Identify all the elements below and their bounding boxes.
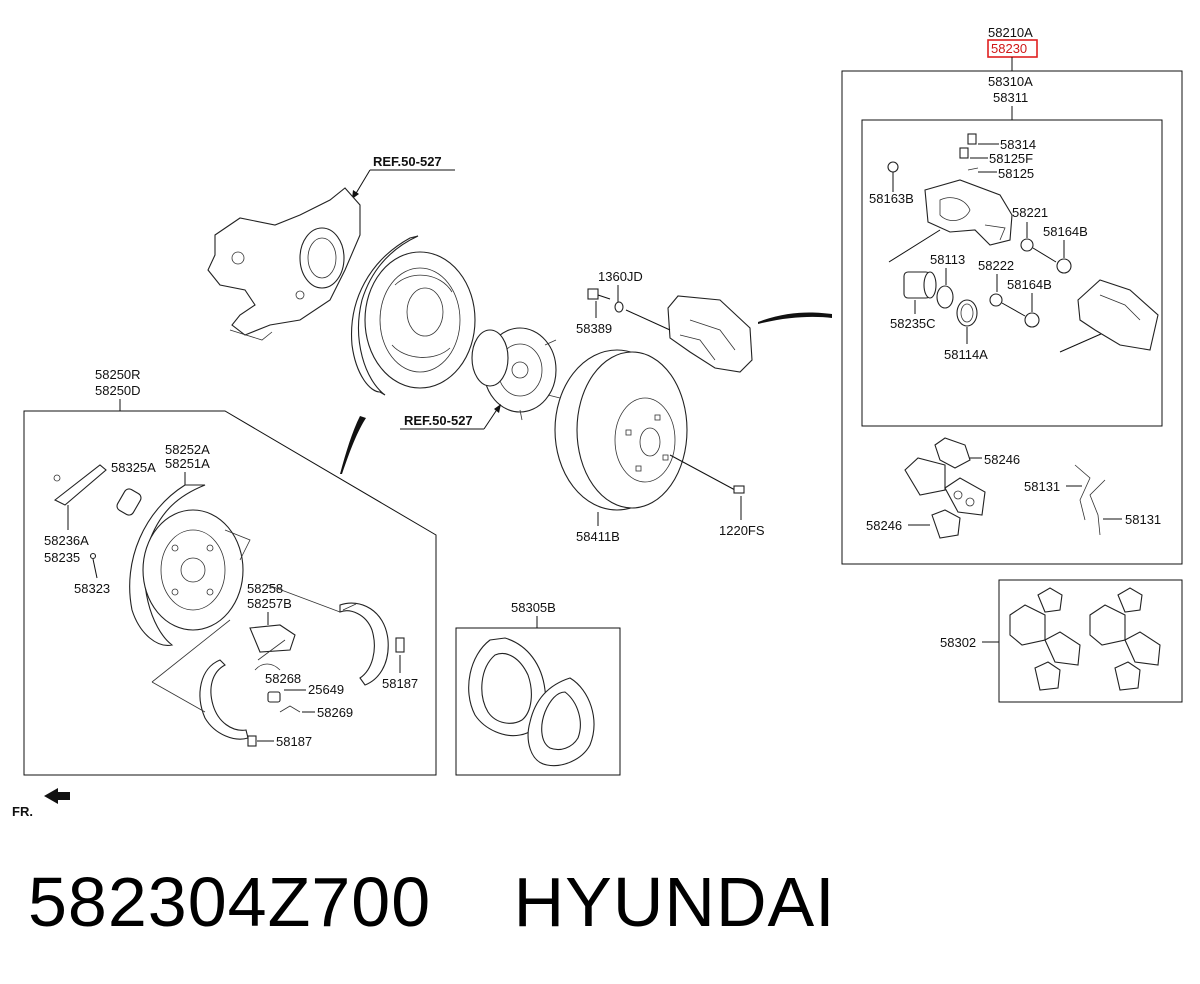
- guide-pin-icon: [1020, 238, 1072, 274]
- washer-icon: [614, 301, 624, 313]
- shoe-lower-icon: [199, 659, 249, 740]
- label-58305B: 58305B: [511, 600, 556, 615]
- label-58235: 58235: [44, 550, 80, 565]
- label-58250D: 58250D: [95, 383, 141, 398]
- label-58302: 58302: [940, 635, 976, 650]
- bleeder-screw-icon: [887, 161, 899, 192]
- parking-lever-icon: [53, 464, 107, 506]
- shoe-set-box: [455, 627, 621, 776]
- caliper-assembly-box: [841, 70, 1183, 565]
- ref-label-upper[interactable]: REF.50-527: [373, 154, 442, 169]
- label-58269: 58269: [317, 705, 353, 720]
- parking-brake-box: [23, 410, 437, 776]
- ref-label-lower[interactable]: REF.50-527: [404, 413, 473, 428]
- caliper-subassembly-box: [861, 119, 1163, 427]
- label-58246-lower: 58246: [866, 518, 902, 533]
- label-58310A: 58310A: [988, 74, 1033, 89]
- label-58325A: 58325A: [111, 460, 156, 475]
- shoe-upper-icon: [339, 602, 389, 686]
- label-58389: 58389: [576, 321, 612, 336]
- label-58131-right: 58131: [1125, 512, 1161, 527]
- rotor-screw-icon: [733, 485, 745, 494]
- caliper-carrier-icon: [1077, 279, 1159, 351]
- pad-kit-box: [998, 579, 1183, 703]
- wheel-hub-icon: [471, 327, 561, 421]
- label-58210A: 58210A: [988, 25, 1033, 40]
- label-58131-left: 58131: [1024, 479, 1060, 494]
- clip-lower-icon: [247, 735, 257, 747]
- hold-down-pin-icon: [89, 552, 98, 579]
- label-58257B: 58257B: [247, 596, 292, 611]
- steering-knuckle-icon: [207, 187, 361, 341]
- label-58411B: 58411B: [576, 529, 620, 544]
- clip-right-icon: [395, 637, 405, 653]
- label-58125F: 58125F: [989, 151, 1033, 166]
- brake-pad-icon: [904, 457, 986, 516]
- leader-swoosh-knuckle: [340, 416, 366, 474]
- label-58323: 58323: [74, 581, 110, 596]
- label-58236A: 58236A: [44, 533, 89, 548]
- label-58187-right: 58187: [382, 676, 418, 691]
- label-1220FS: 1220FS: [719, 523, 765, 538]
- adjuster-strut-icon: [116, 488, 142, 516]
- label-58222: 58222: [978, 258, 1014, 273]
- front-arrow-icon: [44, 788, 70, 804]
- caliper-bolt-icon: [959, 133, 979, 171]
- piston-icon: [903, 271, 937, 299]
- label-1360JD: 1360JD: [598, 269, 643, 284]
- label-58164B-lower: 58164B: [1007, 277, 1052, 292]
- shoe-set-left-icon: [468, 637, 547, 737]
- label-58314: 58314: [1000, 137, 1036, 152]
- part-caption: 582304Z700 HYUNDAI: [28, 862, 836, 942]
- label-58113: 58113: [930, 252, 965, 267]
- shoe-set-right-icon: [527, 677, 595, 767]
- label-58252A: 58252A: [165, 442, 210, 457]
- front-direction-label: FR.: [12, 804, 33, 819]
- backing-plate-icon: [350, 235, 476, 396]
- pad-spring-icon: [1074, 464, 1106, 536]
- adjuster-assembly-icon: [249, 624, 296, 671]
- caliper-center-icon: [667, 295, 753, 373]
- label-58258: 58258: [247, 581, 283, 596]
- label-58250R: 58250R: [95, 367, 141, 382]
- label-58246-upper: 58246: [984, 452, 1020, 467]
- label-58125: 58125: [998, 166, 1034, 181]
- label-58251A: 58251A: [165, 456, 210, 471]
- label-58114A: 58114A: [944, 347, 988, 362]
- label-58163B: 58163B: [869, 191, 914, 206]
- pad-clip-upper-icon: [934, 437, 971, 469]
- spring-icon: [267, 691, 301, 713]
- label-58311: 58311: [993, 90, 1028, 105]
- part-number: 582304Z700: [28, 863, 432, 941]
- caliper-bolt-center-icon: [587, 288, 611, 300]
- leader-swoosh: [758, 312, 832, 324]
- label-25649: 25649: [308, 682, 344, 697]
- label-58187-lower: 58187: [276, 734, 312, 749]
- label-58268: 58268: [265, 671, 301, 686]
- label-58221: 58221: [1012, 205, 1048, 220]
- dust-boot-icon: [956, 299, 978, 327]
- guide-pin-lower-icon: [989, 293, 1040, 328]
- brand-name: HYUNDAI: [513, 863, 836, 941]
- pad-kit-right-icon: [1089, 587, 1161, 691]
- parking-backing-plate-icon: [129, 484, 251, 646]
- pad-kit-left-icon: [1009, 587, 1081, 691]
- label-58230-highlighted[interactable]: 58230: [991, 41, 1027, 56]
- brake-rotor-icon: [554, 349, 688, 511]
- piston-seal-icon: [936, 285, 954, 309]
- caliper-body-icon: [924, 179, 1013, 246]
- pad-clip-lower-icon: [931, 509, 961, 539]
- label-58164B-upper: 58164B: [1043, 224, 1088, 239]
- label-58235C: 58235C: [890, 316, 936, 331]
